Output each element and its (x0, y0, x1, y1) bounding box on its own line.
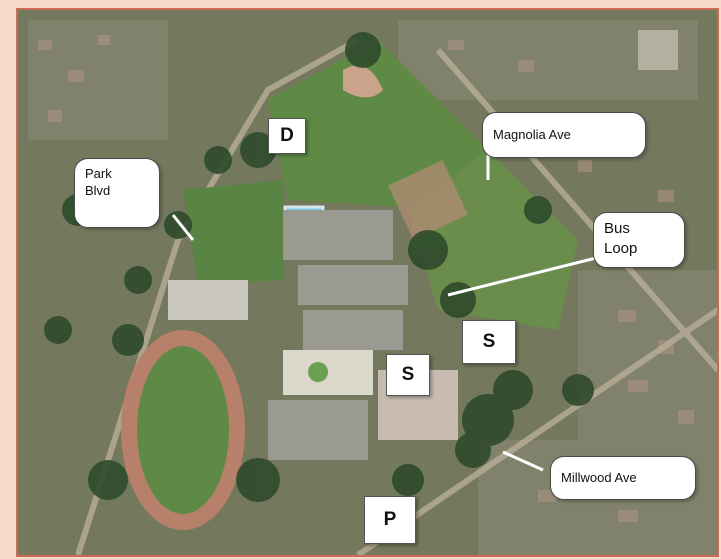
map-marker-s-lower[interactable]: S (386, 354, 430, 396)
aerial-map[interactable]: Park Blvd Magnolia Ave Bus Loop Millwood… (16, 8, 719, 557)
street-label-magnolia-ave: Magnolia Ave (482, 112, 646, 158)
map-marker-p[interactable]: P (364, 496, 416, 544)
label-bus-loop: Bus Loop (593, 212, 685, 268)
map-marker-s-upper[interactable]: S (462, 320, 516, 364)
map-marker-d[interactable]: D (268, 118, 306, 154)
street-label-millwood-ave: Millwood Ave (550, 456, 696, 500)
street-label-park-blvd: Park Blvd (74, 158, 160, 228)
